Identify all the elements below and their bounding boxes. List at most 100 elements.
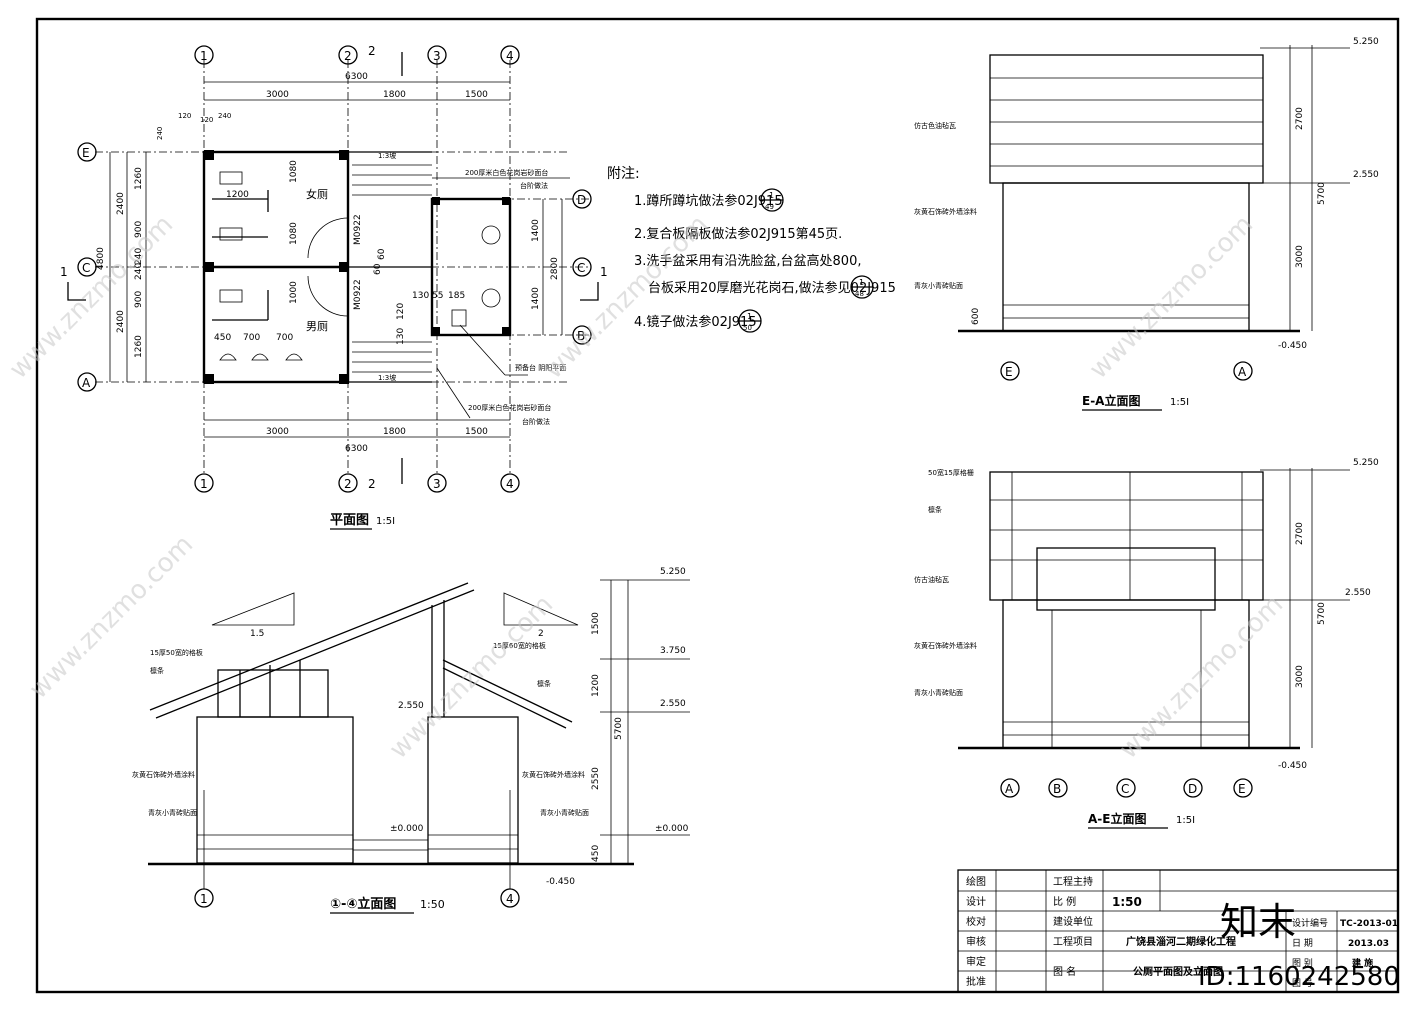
svg-text:3.750: 3.750 <box>660 646 686 656</box>
svg-text:1: 1 <box>60 265 68 279</box>
title-block: 绘图 设计 校对 审核 审定 批准 工程主持 比 例 建设单位 工程项目 图 名… <box>957 869 1399 993</box>
svg-text:批准: 批准 <box>966 975 986 988</box>
door-label-1: M0922 <box>353 214 363 245</box>
svg-text:审核: 审核 <box>966 935 986 948</box>
axis-A: A <box>82 376 91 390</box>
svg-text:2.550: 2.550 <box>1345 588 1371 598</box>
svg-text:www.znzmo.com: www.znzmo.com <box>24 530 199 705</box>
axis-bubbles-bottom: 1 2 3 4 <box>194 473 520 493</box>
svg-text:120: 120 <box>396 303 406 320</box>
svg-text:50: 50 <box>743 324 752 332</box>
svg-text:C: C <box>1121 782 1129 796</box>
svg-text:5700: 5700 <box>1317 182 1327 205</box>
svg-text:1: 1 <box>600 265 608 279</box>
svg-text:青灰小青砖贴面: 青灰小青砖贴面 <box>148 808 197 817</box>
svg-text:灰黄石饰砖外墙涂料: 灰黄石饰砖外墙涂料 <box>132 770 195 779</box>
svg-text:1260: 1260 <box>134 167 144 190</box>
elev1-scale: 1:50 <box>420 898 445 911</box>
elevation-1-4: 1.5 2 5.250 3.750 2.550 ±0.000 -0.450 15… <box>132 567 690 914</box>
svg-text:比 例: 比 例 <box>1053 895 1076 908</box>
dim-top-2: 1800 <box>383 90 406 100</box>
steps <box>352 164 570 419</box>
svg-text:4: 4 <box>506 892 514 906</box>
svg-text:2: 2 <box>344 477 352 491</box>
elev1-title: ①-④立面图 <box>330 896 396 912</box>
toilet-fixtures <box>219 171 501 361</box>
svg-text:130: 130 <box>412 291 429 301</box>
svg-text:1:3坡: 1:3坡 <box>378 373 396 382</box>
svg-text:2700: 2700 <box>1295 107 1305 130</box>
section-marks <box>67 52 599 484</box>
sheet-border <box>35 17 1400 994</box>
svg-text:1: 1 <box>747 312 752 321</box>
svg-text:檩条: 檩条 <box>928 505 942 514</box>
columns <box>204 150 510 384</box>
axis-bubbles-side: E C A D C B <box>77 142 592 392</box>
svg-text:工程主持: 工程主持 <box>1053 875 1093 888</box>
svg-text:www.znzmo.com: www.znzmo.com <box>1114 590 1289 765</box>
svg-text:绘图: 绘图 <box>966 875 986 888</box>
svg-text:240: 240 <box>134 263 144 280</box>
svg-text:灰黄石饰砖外墙涂料: 灰黄石饰砖外墙涂料 <box>914 207 977 216</box>
svg-text:图 别: 图 别 <box>1292 958 1313 969</box>
svg-text:1400: 1400 <box>531 219 541 242</box>
svg-text:檩条: 檩条 <box>150 666 164 675</box>
svg-text:www.znzmo.com: www.znzmo.com <box>1084 210 1259 385</box>
date: 2013.03 <box>1348 939 1389 949</box>
svg-text:仿古油毡瓦: 仿古油毡瓦 <box>914 575 949 584</box>
svg-text:青灰小青砖贴面: 青灰小青砖贴面 <box>540 808 589 817</box>
svg-text:2: 2 <box>368 44 376 58</box>
svg-text:工程项目: 工程项目 <box>1053 936 1093 948</box>
svg-text:2.550: 2.550 <box>1353 170 1379 180</box>
svg-text:B: B <box>1053 782 1061 796</box>
svg-text:灰黄石饰砖外墙涂料: 灰黄石饰砖外墙涂料 <box>522 770 585 779</box>
svg-text:600: 600 <box>971 308 981 325</box>
svg-text:450: 450 <box>214 333 231 343</box>
elev2-scale: 1:5I <box>1170 397 1189 408</box>
design-no: TC-2013-01 <box>1340 919 1398 929</box>
svg-text:±0.000: ±0.000 <box>655 824 689 834</box>
svg-text:-0.450: -0.450 <box>1278 761 1307 771</box>
dim-right-total: 2800 <box>550 257 560 280</box>
dim-top-1: 3000 <box>266 90 289 100</box>
svg-text:450: 450 <box>591 845 601 862</box>
axis-3-top: 3 <box>433 49 441 63</box>
svg-text:2700: 2700 <box>1295 522 1305 545</box>
svg-text:48: 48 <box>855 290 864 298</box>
dim-top-total: 6300 <box>345 72 368 82</box>
notes: 附注: 1.蹲所蹲坑做法参02J915 2.复合板隔板做法参02J915第45页… <box>607 166 896 333</box>
svg-text:1200: 1200 <box>591 674 601 697</box>
svg-text:3000: 3000 <box>1295 245 1305 268</box>
dim-top-3: 1500 <box>465 90 488 100</box>
svg-text:1000: 1000 <box>289 281 299 304</box>
svg-text:5.250: 5.250 <box>660 567 686 577</box>
svg-text:15厚50宽的格板: 15厚50宽的格板 <box>150 648 203 657</box>
svg-text:www.znzmo.com: www.znzmo.com <box>4 210 179 385</box>
svg-text:3: 3 <box>433 477 441 491</box>
svg-text:仿古色油毡瓦: 仿古色油毡瓦 <box>914 121 956 130</box>
svg-text:设计: 设计 <box>966 895 986 908</box>
category: 建 施 <box>1352 957 1373 969</box>
axis-E: E <box>82 146 90 160</box>
axis-2-top: 2 <box>344 49 352 63</box>
svg-text:5700: 5700 <box>614 717 624 740</box>
svg-text:台阶做法: 台阶做法 <box>522 417 550 426</box>
svg-text:185: 185 <box>448 291 465 301</box>
svg-text:3000: 3000 <box>1295 665 1305 688</box>
svg-text:240: 240 <box>218 112 231 120</box>
svg-text:-0.450: -0.450 <box>546 877 575 887</box>
svg-text:2: 2 <box>368 477 376 491</box>
elevation-E-A: 5.250 2.550 -0.450 2700 3000 5700 600 仿古… <box>914 37 1379 411</box>
svg-text:1500: 1500 <box>465 427 488 437</box>
elev2-title: E-A立面图 <box>1082 393 1140 408</box>
svg-text:-0.450: -0.450 <box>1278 341 1307 351</box>
svg-text:1500: 1500 <box>591 612 601 635</box>
callout-top: 200厚米白色花岗岩砂面台 <box>465 168 548 177</box>
door-label-2: M0922 <box>353 279 363 310</box>
svg-text:55: 55 <box>432 291 443 301</box>
scale-value: 1:50 <box>1112 895 1142 909</box>
svg-text:50宽15厚格栅: 50宽15厚格栅 <box>928 468 974 477</box>
dim-bottom-total: 6300 <box>345 444 368 454</box>
